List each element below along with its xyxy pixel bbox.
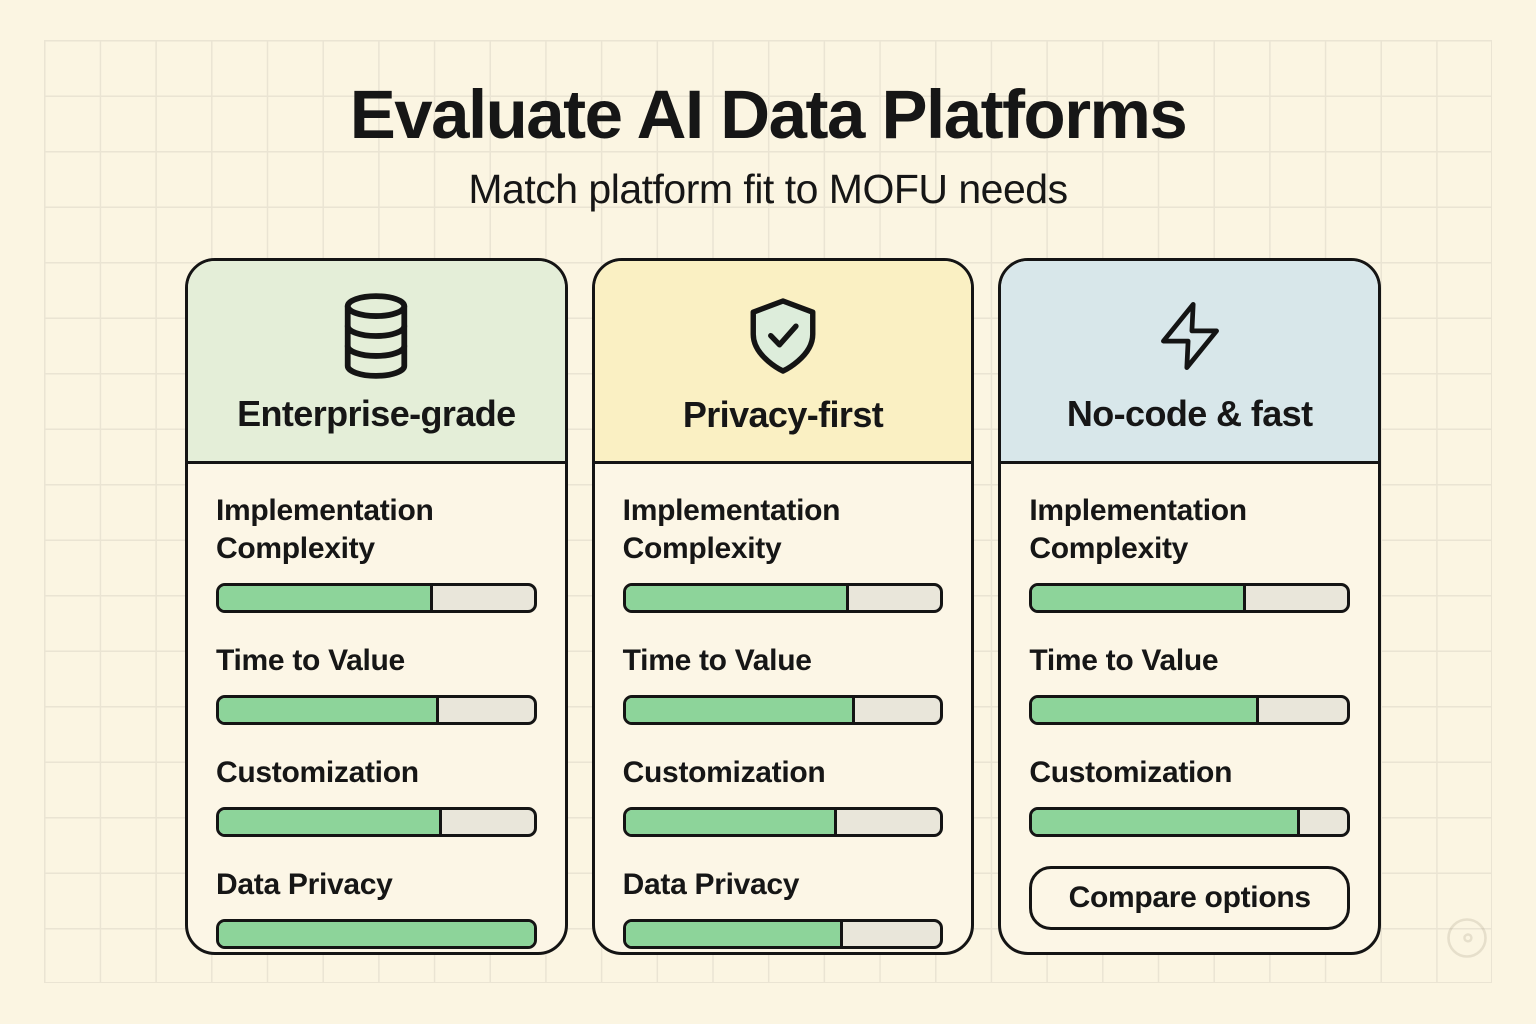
progress-fill xyxy=(625,586,850,611)
card-header-no-code: No-code & fast xyxy=(1001,261,1379,464)
progress-bar xyxy=(216,695,537,726)
progress-fill xyxy=(1032,586,1247,611)
progress-fill xyxy=(1032,698,1259,723)
metric-label: Implementation Complexity xyxy=(1029,494,1247,566)
metric-label: Implementation Complexity xyxy=(216,494,434,566)
card-header-enterprise: Enterprise-grade xyxy=(188,261,565,464)
progress-bar xyxy=(622,695,944,726)
metric-label: Implementation Complexity xyxy=(622,494,841,566)
progress-fill xyxy=(625,698,856,723)
page-subtitle: Match platform fit to MOFU needs xyxy=(468,166,1068,212)
progress-bar xyxy=(1029,583,1351,614)
metric-label: Data Privacy xyxy=(216,868,393,902)
metric-label: Customization xyxy=(1029,756,1233,790)
progress-bar xyxy=(622,583,944,614)
lightning-icon xyxy=(1160,301,1219,370)
metric-label: Time to Value xyxy=(216,644,405,678)
card-title: Enterprise-grade xyxy=(237,392,516,434)
card-header-privacy: Privacy-first xyxy=(594,261,972,464)
page-title: Evaluate AI Data Platforms xyxy=(349,76,1188,153)
card-body: Implementation Complexity Time to Value … xyxy=(188,464,565,952)
progress-fill xyxy=(625,810,837,835)
metric-label: Time to Value xyxy=(1029,644,1219,678)
progress-fill xyxy=(1032,810,1300,835)
brand-watermark-icon xyxy=(1447,918,1487,958)
metric-label: Time to Value xyxy=(622,644,812,678)
progress-bar xyxy=(622,807,944,838)
progress-fill xyxy=(219,698,440,723)
platform-cards: Enterprise-grade Implementation Complexi… xyxy=(185,258,1382,955)
progress-fill xyxy=(625,922,843,947)
shield-check-icon xyxy=(750,297,816,374)
card-title: Privacy-first xyxy=(682,393,884,435)
compare-options-button[interactable]: Compare options xyxy=(1029,866,1351,931)
card-privacy-first: Privacy-first Implementation Complexity … xyxy=(591,258,975,955)
progress-bar xyxy=(216,807,537,838)
metric-label: Customization xyxy=(216,756,419,790)
progress-bar xyxy=(216,919,537,950)
progress-fill xyxy=(219,810,443,835)
card-body: Implementation Complexity Time to Value … xyxy=(1001,464,1378,952)
progress-bar xyxy=(1029,807,1351,838)
metric-label: Customization xyxy=(622,756,826,790)
progress-fill xyxy=(219,922,534,947)
progress-bar xyxy=(1029,695,1351,726)
card-no-code-fast: No-code & fast Implementation Complexity… xyxy=(998,258,1382,955)
card-title: No-code & fast xyxy=(1066,392,1313,434)
page-header: Evaluate AI Data Platforms Match platfor… xyxy=(0,80,1536,210)
metric-label: Data Privacy xyxy=(622,868,800,902)
card-body: Implementation Complexity Time to Value … xyxy=(595,464,972,952)
progress-fill xyxy=(219,586,433,611)
database-icon xyxy=(345,292,408,379)
progress-bar xyxy=(622,919,944,950)
progress-bar xyxy=(216,583,537,614)
card-enterprise-grade: Enterprise-grade Implementation Complexi… xyxy=(185,258,568,955)
